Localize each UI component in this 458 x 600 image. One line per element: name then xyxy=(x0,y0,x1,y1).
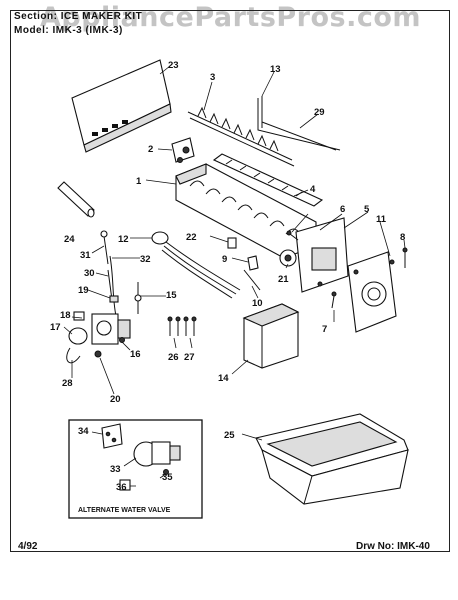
part-3-ejector xyxy=(187,106,295,167)
part-label-31: 31 xyxy=(80,250,91,261)
part-28-inlet xyxy=(66,347,81,364)
part-22-thermostat xyxy=(227,237,237,249)
part-label-35: 35 xyxy=(162,472,173,483)
part-label-11: 11 xyxy=(376,214,387,225)
part-label-14: 14 xyxy=(218,373,229,384)
part-label-18: 18 xyxy=(60,310,71,321)
part-30-tube xyxy=(107,269,113,301)
section-label: Section: xyxy=(14,11,58,22)
part-label-34: 34 xyxy=(78,426,89,437)
part-label-32: 32 xyxy=(140,254,151,265)
part-label-3: 3 xyxy=(210,72,215,83)
drawing-label: Drw No: xyxy=(356,541,395,552)
part-label-21: 21 xyxy=(278,274,289,285)
part-label-15: 15 xyxy=(166,290,177,301)
model-value: IMK-3 (IMK-3) xyxy=(52,25,123,36)
part-label-12: 12 xyxy=(118,234,129,245)
part-label-7: 7 xyxy=(322,324,327,335)
part-label-16: 16 xyxy=(130,349,141,360)
part-label-13: 13 xyxy=(270,64,281,75)
part-20-screw xyxy=(94,350,102,358)
part-label-22: 22 xyxy=(186,232,197,243)
part-1-mold xyxy=(175,163,317,259)
part-label-19: 19 xyxy=(78,285,89,296)
part-label-6: 6 xyxy=(340,204,345,215)
inset-caption: ALTERNATE WATER VALVE xyxy=(78,507,171,514)
part-label-10: 10 xyxy=(252,298,263,309)
part-26-screws xyxy=(167,316,181,336)
part-number-labels: 1 2 3 4 5 6 7 8 9 10 11 12 13 14 15 16 1… xyxy=(50,60,405,493)
part-21-gear xyxy=(279,249,297,267)
part-label-36: 36 xyxy=(116,482,127,493)
part-label-33: 33 xyxy=(110,464,121,475)
part-label-2: 2 xyxy=(148,144,153,155)
part-label-23: 23 xyxy=(168,60,179,71)
part-16-water-valve xyxy=(91,313,131,345)
part-label-24: 24 xyxy=(64,234,75,245)
part-15-fitting xyxy=(134,282,142,314)
part-7-screw xyxy=(331,291,337,309)
part-19-nut xyxy=(109,295,119,303)
leader-lines xyxy=(63,65,406,487)
part-label-26: 26 xyxy=(168,352,179,363)
model-label: Model: xyxy=(14,25,50,36)
footer-drawing-number: Drw No: IMK-40 xyxy=(356,541,430,552)
part-label-29: 29 xyxy=(314,107,325,118)
part-12-wire-harness xyxy=(151,231,241,299)
part-4-stripper xyxy=(212,153,324,207)
part-label-25: 25 xyxy=(224,430,235,441)
part-10-heater xyxy=(243,269,261,291)
part-13-shutoff-arm xyxy=(257,96,341,151)
part-23-cover xyxy=(71,59,172,153)
section-value: ICE MAKER KIT xyxy=(60,11,143,22)
part-6-screw xyxy=(286,230,299,241)
model-header: Model: IMK-3 (IMK-3) xyxy=(14,25,123,36)
inset-alternate-water-valve: ALTERNATE WATER VALVE xyxy=(68,419,203,519)
section-header: Section: ICE MAKER KIT xyxy=(14,11,142,22)
part-label-9: 9 xyxy=(222,254,227,265)
part-label-1: 1 xyxy=(136,176,142,187)
part-5-mounting-plate xyxy=(295,217,349,293)
part-25-storage-bin xyxy=(255,413,409,505)
part-label-17: 17 xyxy=(50,322,61,333)
part-2-bracket xyxy=(171,137,195,163)
part-label-27: 27 xyxy=(184,352,195,363)
part-18-connector xyxy=(73,311,85,321)
part-label-5: 5 xyxy=(364,204,370,215)
part-label-8: 8 xyxy=(400,232,405,243)
part-11-housing xyxy=(347,251,397,333)
part-label-30: 30 xyxy=(84,268,95,279)
part-8-screw xyxy=(402,247,408,268)
part-31-tube xyxy=(100,230,109,265)
part-24-fill-tube xyxy=(57,181,95,218)
part-9-clip xyxy=(247,255,259,271)
watermark: AppliancePartsPros.com xyxy=(40,2,422,33)
part-14-cover xyxy=(242,303,300,369)
part-label-4: 4 xyxy=(310,184,316,195)
part-32-tube xyxy=(109,255,117,317)
footer-date: 4/92 xyxy=(18,541,38,552)
part-29-rod xyxy=(261,121,337,151)
part-label-20: 20 xyxy=(110,394,121,405)
drawing-value: IMK-40 xyxy=(397,541,430,552)
part-27-screws xyxy=(183,316,197,336)
part-17-solenoid xyxy=(68,327,88,345)
part-label-28: 28 xyxy=(62,378,73,389)
diagram-frame xyxy=(10,10,450,552)
